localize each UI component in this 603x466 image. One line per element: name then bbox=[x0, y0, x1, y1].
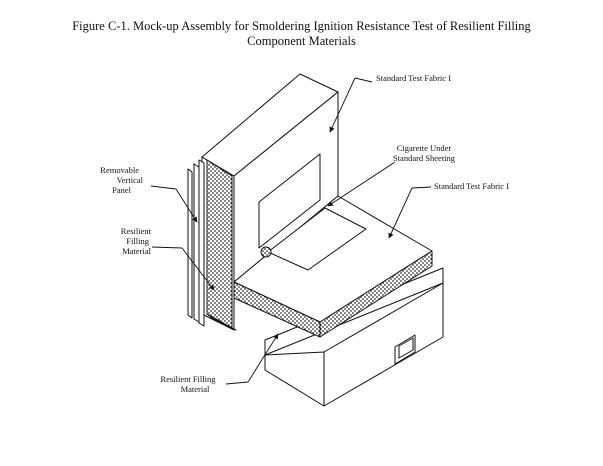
leader-fabric-back bbox=[354, 77, 373, 83]
base-opening-inner bbox=[398, 337, 414, 359]
leader-cigarette bbox=[327, 161, 396, 207]
label-resilient-left-line-3: Material bbox=[122, 246, 151, 256]
figure-title: Figure C-1. Mock-up Assembly for Smolder… bbox=[0, 19, 603, 49]
label-cigarette-line-1: Cigarette Under bbox=[397, 143, 452, 153]
leader-removable-arrow bbox=[175, 188, 198, 223]
leader-resilient-bottom bbox=[225, 381, 249, 385]
label-resilient-bottom-line-1: Resilient Filling bbox=[160, 374, 216, 384]
base-frame-left bbox=[264, 351, 325, 407]
label-removable-line-1: Removable bbox=[100, 165, 139, 175]
label-fabric-seat: Standard Test Fabric I bbox=[434, 181, 509, 191]
label-resilient-left-line-2: Filling bbox=[126, 236, 149, 246]
leader-resilient-left-arrow bbox=[181, 247, 215, 291]
label-fabric-back: Standard Test Fabric I bbox=[376, 73, 451, 83]
leader-fabric-back-arrow bbox=[329, 77, 356, 133]
label-resilient-bottom-line-2: Material bbox=[181, 384, 210, 394]
label-resilient-left-line-1: Resilient bbox=[121, 226, 152, 236]
leader-fabric-seat-arrow bbox=[388, 187, 413, 239]
vertical-foam-bottom bbox=[206, 313, 237, 331]
figure-title-line-1: Figure C-1. Mock-up Assembly for Smolder… bbox=[72, 19, 531, 33]
label-removable-line-3: Panel bbox=[112, 185, 132, 195]
cigarette-icon bbox=[260, 246, 272, 258]
leader-removable bbox=[150, 185, 177, 190]
figure-title-line-2: Component Materials bbox=[247, 34, 356, 48]
vertical-foam bbox=[206, 159, 233, 329]
cigarette-sheeting bbox=[267, 207, 367, 271]
removable-panel-strip-1 bbox=[187, 168, 193, 319]
label-cigarette-line-2: Standard Sheeting bbox=[393, 153, 456, 163]
leader-resilient-left bbox=[151, 246, 183, 249]
label-removable-line-2: Vertical bbox=[117, 175, 144, 185]
removable-panel-strip-2 bbox=[193, 163, 200, 323]
back-panel-inner-rectangle bbox=[258, 153, 321, 249]
removable-panel-strip-3 bbox=[198, 159, 205, 327]
leader-fabric-seat bbox=[411, 186, 432, 189]
leader-resilient-bottom-arrow bbox=[247, 333, 279, 383]
seat-foam-left bbox=[233, 281, 321, 338]
